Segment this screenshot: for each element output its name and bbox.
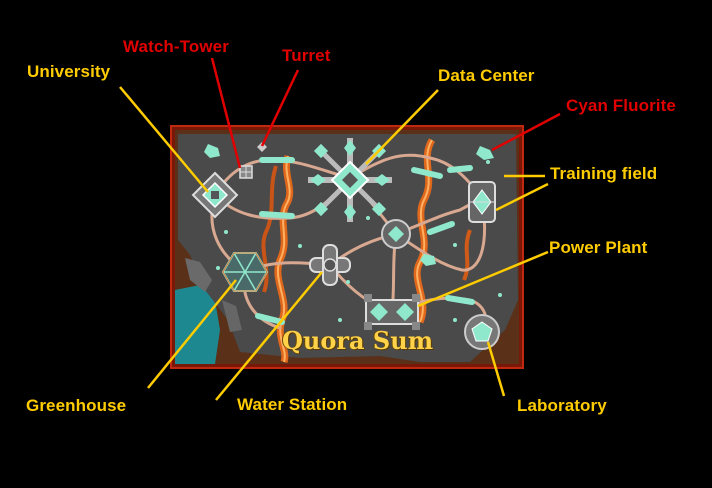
- rock-formation: [185, 258, 212, 292]
- label-pointers: [119, 57, 561, 401]
- map-ground: [178, 134, 518, 362]
- water-area: [175, 285, 220, 364]
- label-water-station: Water Station: [237, 395, 348, 414]
- label-laboratory: Laboratory: [517, 396, 607, 415]
- watch-tower-building: [239, 165, 253, 179]
- label-training-field: Training field: [550, 164, 658, 183]
- turret-building: [257, 142, 267, 152]
- pointer-data-center: [365, 89, 439, 165]
- lava-river: [276, 155, 291, 363]
- bridges: [255, 157, 475, 325]
- label-university: University: [27, 62, 111, 81]
- cyan-fluorite-crystal: [204, 144, 494, 266]
- label-turret: Turret: [282, 46, 331, 65]
- power-plant-building: [364, 294, 420, 330]
- pointer-laboratory: [486, 341, 506, 397]
- pointer-water-station: [215, 271, 323, 401]
- resource-sparkles: [216, 216, 502, 322]
- training-field-building: [468, 181, 496, 223]
- pointer-university: [119, 86, 209, 193]
- lava-river: [462, 229, 472, 281]
- rock-formation: [222, 300, 242, 332]
- pointer-watch-tower: [210, 57, 242, 169]
- center-round-building: [381, 219, 411, 249]
- water-station-building: [309, 244, 351, 286]
- pointer-power-plant: [417, 250, 549, 308]
- lava-river: [416, 139, 433, 323]
- pointer-turret: [260, 69, 300, 147]
- label-cyan-fluorite: Cyan Fluorite: [566, 96, 676, 115]
- pointer-training-field-2: [495, 182, 549, 212]
- map-title: Quora Sum: [282, 326, 434, 355]
- pointer-cyan-fluorite: [491, 112, 561, 152]
- label-watch-tower: Watch-Tower: [123, 37, 229, 56]
- label-data-center: Data Center: [438, 66, 535, 85]
- laboratory-building: [464, 314, 500, 350]
- greenhouse-building: [221, 252, 269, 292]
- label-greenhouse: Greenhouse: [26, 396, 127, 415]
- pointer-greenhouse: [147, 279, 237, 389]
- label-power-plant: Power Plant: [549, 238, 648, 257]
